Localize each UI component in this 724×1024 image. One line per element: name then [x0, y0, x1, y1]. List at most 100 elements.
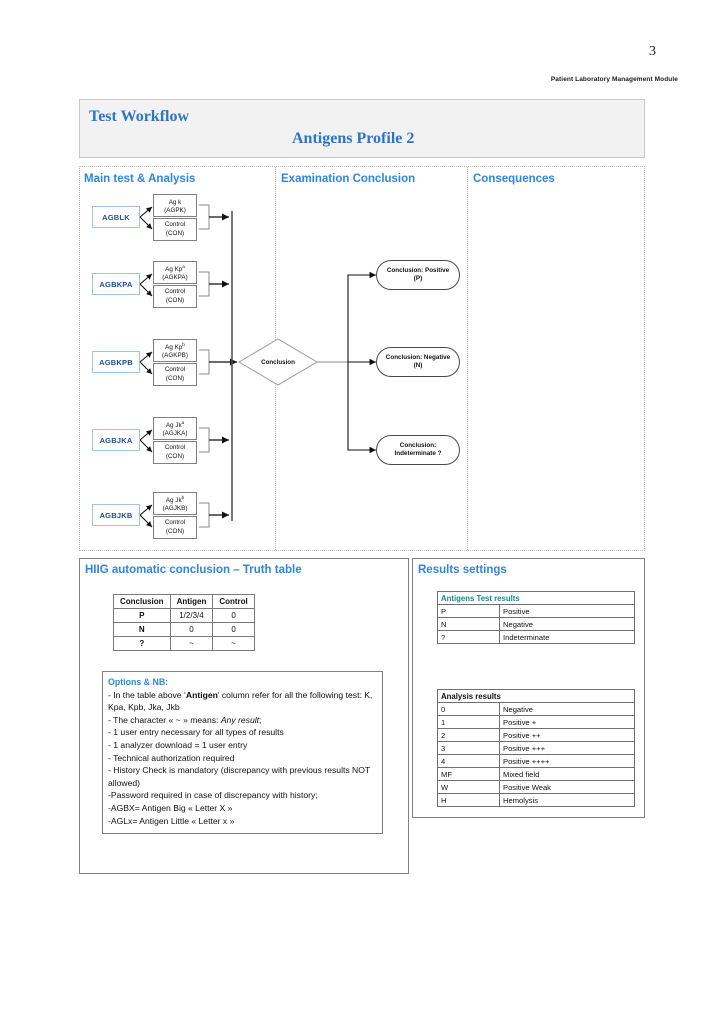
test-code-box[interactable]: AGBJKA	[92, 429, 140, 451]
truth-table-panel: HIIG automatic conclusion – Truth table …	[79, 558, 409, 874]
antigen-test-name: Ag k	[168, 198, 182, 206]
col-header-conclusion: Conclusion	[113, 594, 171, 609]
antigen-test-name: Ag Kpb	[165, 341, 185, 351]
options-nb-line: - In the table above ‘Antigen' column re…	[108, 689, 373, 713]
antigen-test-code: (AGKPA)	[162, 274, 188, 282]
table-row: 1 Positive +	[437, 715, 635, 729]
outcome-node-indeterminate[interactable]: Conclusion: Indeterminate ?	[376, 435, 460, 465]
table-row: ? Indeterminate	[437, 630, 635, 644]
page-number: 3	[649, 44, 656, 59]
control-name: Control	[164, 444, 186, 452]
test-code-box[interactable]: AGBKPA	[92, 273, 140, 295]
cell-code: 0	[437, 702, 500, 716]
page-title: Test Workflow	[89, 108, 190, 125]
control-box[interactable]: Control (CON)	[153, 363, 197, 386]
table-header-row: Conclusion Antigen Control	[113, 594, 255, 609]
results-settings-panel-title: Results settings	[418, 564, 507, 576]
col-header-control: Control	[212, 594, 255, 609]
antigen-test-code: (AGJKA)	[162, 430, 188, 438]
options-nb-line: -AGLx= Antigen Little « Letter x »	[108, 815, 235, 826]
options-nb-line: - 1 user entry necessary for all types o…	[108, 727, 284, 738]
antigen-test-code: (AGJKB)	[162, 505, 188, 513]
col-header-antigen: Antigen	[169, 594, 214, 609]
cell-label: Negative	[499, 617, 635, 631]
cell-code: 1	[437, 715, 500, 729]
truth-table: Conclusion Antigen Control P 1/2/3/4 0 N…	[113, 594, 255, 651]
antigen-test-box[interactable]: Ag Jka (AGJKA)	[153, 417, 197, 440]
title-bar: Test Workflow Antigens Profile 2	[79, 99, 645, 158]
antigen-test-name: Ag Kpa	[165, 263, 185, 273]
outcome-node-positive[interactable]: Conclusion: Positive (P)	[376, 260, 460, 290]
table-row: N Negative	[437, 617, 635, 631]
workflow-diagram: Main test & Analysis Examination Conclus…	[79, 166, 645, 551]
outcome-line-2: (N)	[413, 362, 423, 369]
antigen-test-name: Ag Jka	[165, 419, 185, 429]
outcome-node-negative[interactable]: Conclusion: Negative (N)	[376, 347, 460, 377]
control-code: (CON)	[165, 296, 185, 304]
lane-title-examination: Examination Conclusion	[281, 173, 416, 185]
control-box[interactable]: Control (CON)	[153, 441, 197, 464]
cell-code: ?	[437, 630, 500, 644]
table-row: 3 Positive +++	[437, 741, 635, 755]
test-code-box[interactable]: AGBKPB	[92, 351, 140, 373]
antigen-test-box[interactable]: Ag Jkb (AGJKB)	[153, 492, 197, 515]
antigen-test-box[interactable]: Ag k (AGPK)	[153, 194, 197, 217]
outcome-line-2: (P)	[413, 275, 423, 282]
table-row: N 0 0	[113, 622, 255, 637]
antigen-test-name: Ag Jkb	[165, 494, 185, 504]
test-code-box[interactable]: AGBLK	[92, 206, 140, 228]
cell-label: Positive	[499, 604, 635, 618]
control-box[interactable]: Control (CON)	[153, 285, 197, 308]
cell-antigen: 0	[169, 622, 214, 637]
cell-label: Negative	[499, 702, 635, 716]
antigen-test-box[interactable]: Ag Kpa (AGKPA)	[153, 261, 197, 284]
outcome-line-1: Conclusion: Positive	[386, 266, 450, 274]
analysis-results-table: Analysis results 0 Negative 1 Positive +…	[437, 689, 635, 807]
cell-control: 0	[212, 622, 255, 637]
cell-code: P	[437, 604, 500, 618]
cell-code: 3	[437, 741, 500, 755]
cell-code: 2	[437, 728, 500, 742]
cell-control: 0	[212, 608, 255, 623]
control-box[interactable]: Control (CON)	[153, 516, 197, 539]
cell-label: Positive +++	[499, 741, 635, 755]
antigen-test-box[interactable]: Ag Kpb (AGKPB)	[153, 339, 197, 362]
table-row: P 1/2/3/4 0	[113, 608, 255, 623]
cell-label: Indeterminate	[499, 630, 635, 644]
conclusion-decision-label: Conclusion	[261, 358, 295, 366]
cell-code: N	[437, 617, 500, 631]
table-row: P Positive	[437, 604, 635, 618]
conclusion-decision-node[interactable]: Conclusion	[239, 339, 317, 385]
cell-code: W	[437, 780, 500, 794]
options-nb-line: - History Check is mandatory (discrepanc…	[108, 765, 371, 788]
control-name: Control	[164, 288, 186, 296]
cell-label: Positive ++++	[499, 754, 635, 768]
outcome-line-1: Conclusion:	[399, 441, 437, 449]
control-code: (CON)	[165, 374, 185, 382]
profile-title: Antigens Profile 2	[292, 130, 415, 147]
cell-code: 4	[437, 754, 500, 768]
document-module-label: Patient Laboratory Management Module	[550, 76, 678, 83]
lane-divider	[467, 167, 468, 550]
table-row: H Hemolysis	[437, 793, 635, 807]
control-box[interactable]: Control (CON)	[153, 218, 197, 241]
table-header-row: Analysis results	[437, 689, 635, 703]
options-nb-line: -Password required in case of discrepanc…	[108, 790, 318, 801]
cell-label: Hemolysis	[499, 793, 635, 807]
table-row: MF Mixed field	[437, 767, 635, 781]
table-row: 2 Positive ++	[437, 728, 635, 742]
analysis-results-header: Analysis results	[437, 689, 635, 703]
antigens-test-results-table: Antigens Test results P Positive N Negat…	[437, 591, 635, 644]
options-nb-title: Options & NB:	[108, 677, 169, 687]
lane-title-consequences: Consequences	[473, 173, 555, 185]
cell-conclusion: P	[113, 608, 171, 623]
outcome-line-1: Conclusion: Negative	[385, 353, 451, 361]
control-code: (CON)	[165, 452, 185, 460]
table-header-row: Antigens Test results	[437, 591, 635, 605]
cell-antigen: 1/2/3/4	[169, 608, 214, 623]
outcome-line-2: Indeterminate ?	[394, 450, 442, 457]
test-code-box[interactable]: AGBJKB	[92, 504, 140, 526]
table-row: ? ~ ~	[113, 636, 255, 651]
cell-label: Mixed field	[499, 767, 635, 781]
control-name: Control	[164, 366, 186, 374]
